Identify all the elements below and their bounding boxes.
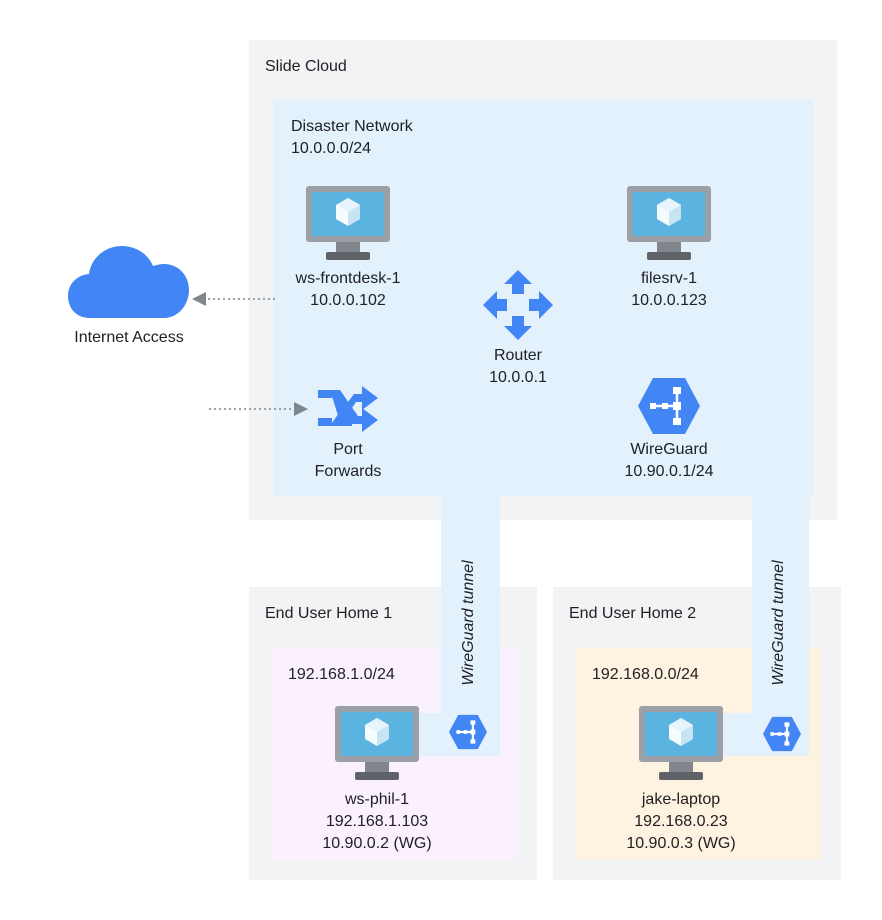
slide-cloud-title: Slide Cloud [265, 58, 347, 75]
wireguard-ip: 10.90.0.1/24 [624, 463, 714, 480]
internet-access-label: Internet Access [74, 329, 184, 346]
host-wg-ip: 10.90.0.3 (WG) [626, 835, 736, 852]
host-name: ws-phil-1 [344, 791, 409, 808]
portfwd-arrowhead [294, 402, 308, 416]
host-wg-ip: 10.90.0.2 (WG) [322, 835, 432, 852]
wireguard-client-icon [449, 714, 487, 750]
internet-arrowhead [192, 292, 206, 306]
host-ip: 10.0.0.123 [631, 292, 707, 309]
ws-frontdesk-label: ws-frontdesk-1 10.0.0.102 [296, 268, 401, 312]
home2-subnet: 192.168.0.0/24 [592, 666, 699, 683]
home1-title: End User Home 1 [265, 605, 393, 622]
shuffle-icon [318, 386, 378, 432]
wireguard-name: WireGuard [630, 441, 708, 458]
home2-title: End User Home 2 [569, 605, 697, 622]
disaster-network-title: Disaster Network [291, 118, 413, 135]
wireguard-label: WireGuard 10.90.0.1/24 [625, 439, 714, 483]
monitor-icon [627, 186, 711, 260]
disaster-network-subnet: 10.0.0.0/24 [291, 140, 372, 157]
host-name: ws-frontdesk-1 [295, 270, 401, 287]
host-name: jake-laptop [641, 791, 721, 808]
router-icon [483, 270, 553, 340]
jake-laptop-label: jake-laptop 192.168.0.23 10.90.0.3 (WG) [626, 789, 735, 855]
router-name: Router [493, 347, 543, 364]
wireguard-client-icon [763, 716, 801, 752]
host-ip: 192.168.1.103 [325, 813, 429, 830]
host-ip: 192.168.0.23 [634, 813, 728, 830]
router-label: Router 10.0.0.1 [489, 345, 547, 389]
home1-subnet: 192.168.1.0/24 [288, 666, 395, 683]
tunnel-home2-vertical [752, 496, 809, 756]
host-ip: 10.0.0.102 [310, 292, 386, 309]
monitor-icon [306, 186, 390, 260]
wireguard-icon [638, 378, 700, 434]
tunnel-label-home2: WireGuard tunnel [770, 560, 787, 686]
monitor-icon [639, 706, 723, 780]
ws-phil-label: ws-phil-1 192.168.1.103 10.90.0.2 (WG) [322, 789, 431, 855]
router-ip: 10.0.0.1 [489, 369, 547, 386]
filesrv-label: filesrv-1 10.0.0.123 [631, 268, 707, 312]
tunnel-home1-vertical [441, 496, 500, 756]
monitor-icon [335, 706, 419, 780]
cloud-icon [68, 246, 189, 318]
host-name: filesrv-1 [640, 270, 697, 287]
tunnel-label-home1: WireGuard tunnel [460, 560, 477, 686]
port-forwards-label: Port Forwards [314, 441, 382, 480]
